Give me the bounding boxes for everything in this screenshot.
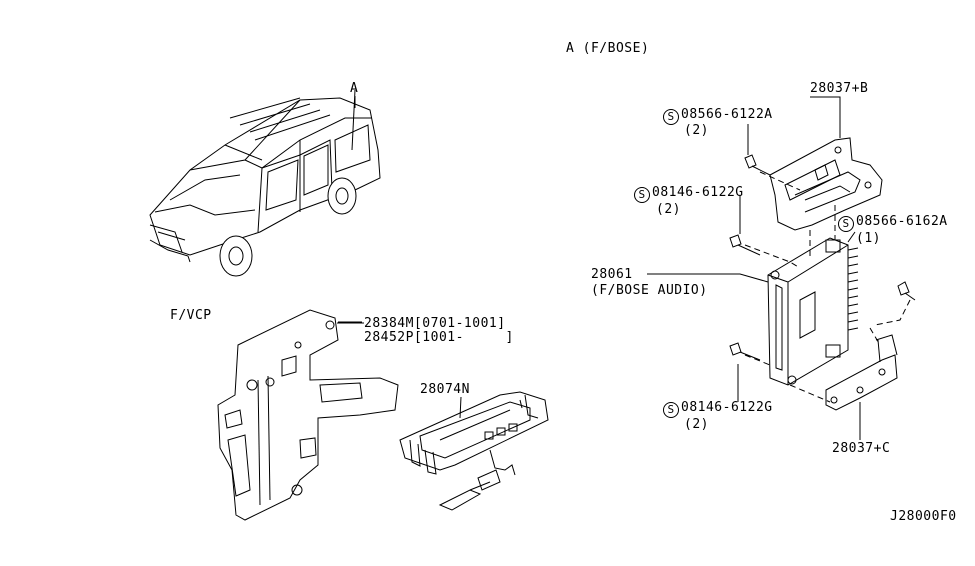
screw-08566-6162a-partno: 08566-6162A: [856, 214, 948, 229]
vehicle-illustration: [149, 89, 381, 277]
screw-08146-6122g-bottom-partno: 08146-6122G: [681, 400, 773, 415]
screw-08566-6122a-qty: (2): [684, 123, 709, 138]
part-28037c-label: 28037+C: [832, 441, 891, 456]
vcp-bracket: [217, 309, 399, 521]
screws: [729, 154, 916, 361]
screw-symbol-icon: S: [663, 402, 679, 418]
bracket-28037b: [769, 137, 883, 231]
section-a-label: A (F/BOSE): [566, 41, 650, 56]
part-28061-desc: (F/BOSE AUDIO): [591, 283, 708, 298]
amp-28061: [767, 237, 859, 386]
callout-a-label: A: [350, 81, 359, 96]
screw-08566-6162a-qty: (1): [856, 231, 881, 246]
diagram-id-label: J28000F0: [890, 509, 957, 524]
part-28037b-label: 28037+B: [810, 81, 869, 96]
screw-08566-6122a-partno: 08566-6122A: [681, 107, 773, 122]
part-28452p-label: 28452P[1001- ]: [364, 330, 514, 345]
f-vcp-label: F/VCP: [170, 308, 212, 323]
bracket-28037c: [825, 334, 898, 411]
screw-symbol-icon: S: [634, 187, 650, 203]
module-28074n: [399, 391, 549, 511]
screw-symbol-icon: S: [838, 216, 854, 232]
screw-08146-6122g-top-qty: (2): [656, 202, 681, 217]
screw-08146-6122g-bottom-qty: (2): [684, 417, 709, 432]
assembly-dashes: [744, 171, 911, 403]
screw-08146-6122g-top-partno: 08146-6122G: [652, 185, 744, 200]
leader-lines: [337, 96, 861, 440]
part-28384m-label: 28384M[0701-1001]: [364, 316, 506, 331]
screw-symbol-icon: S: [663, 109, 679, 125]
part-28074n-label: 28074N: [420, 382, 470, 397]
part-28061-label: 28061: [591, 267, 633, 282]
